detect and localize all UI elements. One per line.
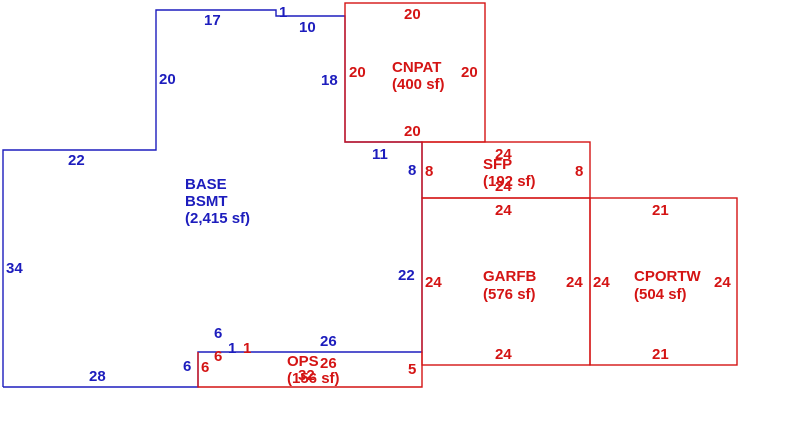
garfb-code-label: GARFB (483, 268, 536, 285)
cnpat-code-label: CNPAT (392, 59, 441, 76)
garfb-dim-top: 24 (495, 202, 512, 219)
ops-code-label: OPS (287, 353, 319, 370)
base-area-label: (2,415 sf) (185, 210, 250, 227)
base-dim-top-right: 10 (299, 19, 316, 36)
base-dim-cnpat-side: 18 (321, 72, 338, 89)
cnpat-area-label: (400 sf) (392, 76, 445, 93)
sfp-dim-right: 8 (575, 163, 583, 180)
base-dim-top-left: 17 (204, 12, 221, 29)
base-dim-upper-left-vert: 20 (159, 71, 176, 88)
cportw-dim-bottom: 21 (652, 346, 669, 363)
cportw-dim-top: 21 (652, 202, 669, 219)
base-dim-bottom-step-small: 1 (228, 340, 236, 357)
ops-dim-left2: 6 (214, 348, 222, 365)
base-dim-bottom-step-top: 6 (214, 325, 222, 342)
cportw-outline (589, 197, 738, 366)
ops-outline (197, 352, 423, 388)
base-dim-right-short: 8 (408, 162, 416, 179)
cportw-dim-left: 24 (593, 274, 610, 291)
cnpat-dim-top: 20 (404, 6, 421, 23)
base-dim-notch: 1 (279, 4, 287, 21)
sfp-code-label: SFP (483, 156, 512, 173)
garfb-dim-bottom: 24 (495, 346, 512, 363)
cnpat-dim-bottom: 20 (404, 123, 421, 140)
base-dim-right-vert: 22 (398, 267, 415, 284)
cnpat-outline (344, 2, 486, 143)
sfp-dim-bottom: 24 (495, 178, 512, 195)
base-code2-label: BSMT (185, 193, 228, 210)
ops-dim-overlap: 32 (298, 367, 315, 384)
base-code-label: BASE (185, 176, 227, 193)
base-dim-bottom-step: 6 (183, 358, 191, 375)
ops-dim-top: 26 (320, 355, 337, 372)
cportw-code-label: CPORTW (634, 268, 702, 285)
cportw-area-label: (504 sf) (634, 286, 687, 303)
ops-area-label: (156 sf) (287, 370, 340, 387)
base-dim-left-top: 22 (68, 152, 85, 169)
cnpat-dim-left: 20 (349, 64, 366, 81)
sfp-dim-top: 24 (495, 146, 512, 163)
base-dim-mid-step: 11 (372, 146, 388, 163)
base-dim-left-vert: 34 (6, 260, 23, 277)
garfb-area-label: (576 sf) (483, 286, 536, 303)
ops-dim-left: 6 (201, 359, 209, 376)
ops-dim-small: 1 (243, 340, 251, 357)
cnpat-dim-right: 20 (461, 64, 478, 81)
base-dim-ops-top: 26 (320, 333, 337, 350)
cportw-dim-right: 24 (714, 274, 731, 291)
sfp-area-label: (192 sf) (483, 173, 536, 190)
garfb-dim-left: 24 (425, 274, 442, 291)
base-dim-bottom: 28 (89, 368, 106, 385)
ops-dim-right: 5 (408, 361, 416, 378)
sfp-dim-left: 8 (425, 163, 433, 180)
garfb-dim-right: 24 (566, 274, 583, 291)
